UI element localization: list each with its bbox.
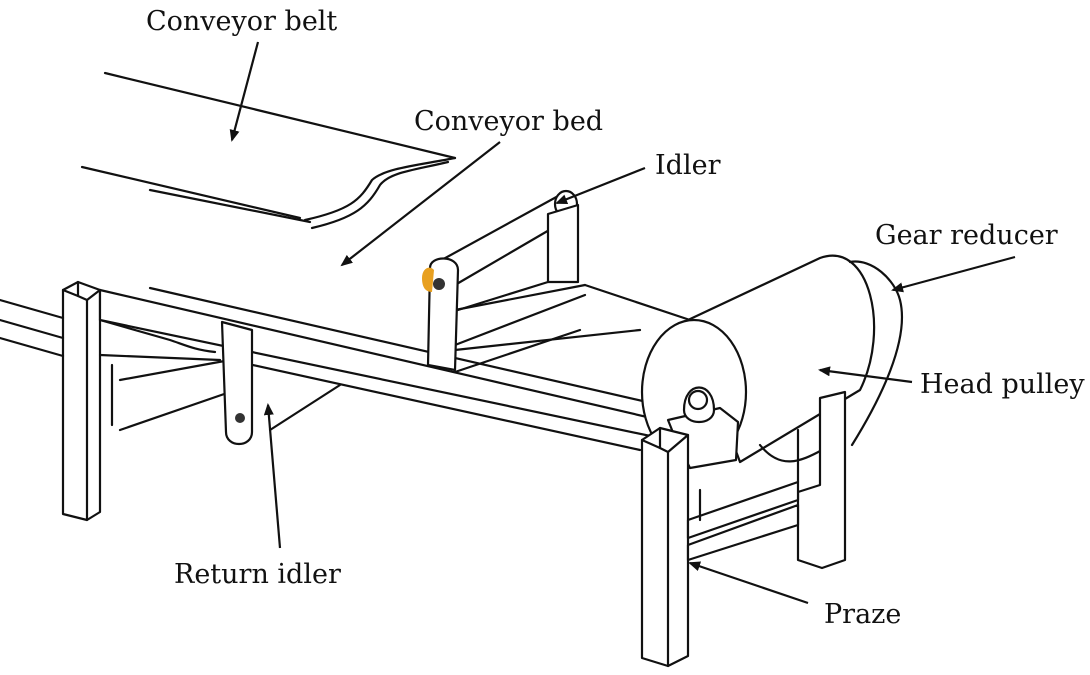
label-idler: Idler	[655, 150, 721, 181]
label-praze: Praze	[824, 599, 902, 630]
conveyor-bed-deck	[453, 283, 692, 374]
arrow-conveyor-bed	[340, 141, 501, 267]
label-head-pulley: Head pulley	[920, 369, 1085, 400]
label-conveyor-bed: Conveyor bed	[414, 106, 604, 137]
arrow-gear-reducer	[891, 255, 1016, 293]
label-return-idler: Return idler	[174, 559, 341, 590]
arrow-return-idler	[263, 403, 282, 549]
arrow-head-pulley	[818, 366, 913, 384]
label-gear-reducer: Gear reducer	[875, 220, 1058, 251]
left-leg	[61, 280, 102, 522]
arrow-idler	[555, 166, 646, 205]
tail-extension	[0, 298, 342, 432]
arrow-praze	[688, 561, 809, 605]
callout-arrows	[229, 41, 1016, 605]
idler	[422, 189, 580, 372]
return-idler-bracket	[220, 320, 254, 446]
conveyor-belt	[80, 71, 457, 230]
label-conveyor-belt: Conveyor belt	[146, 6, 338, 37]
arrow-conveyor-belt	[229, 41, 260, 142]
front-right-leg	[640, 426, 690, 668]
rear-right-leg	[686, 390, 847, 570]
